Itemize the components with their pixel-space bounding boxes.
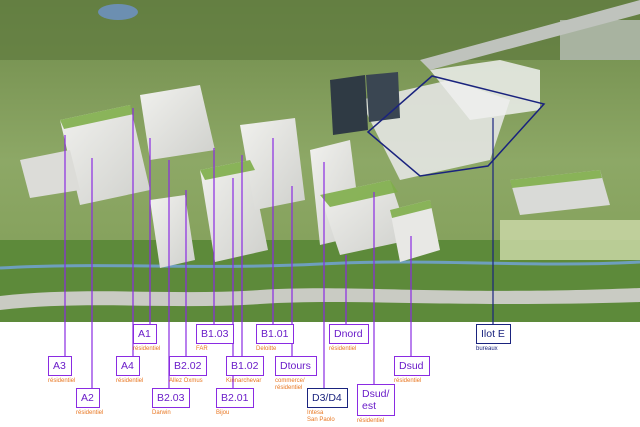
- label-code: Ilot E: [476, 324, 511, 344]
- road: [0, 288, 640, 310]
- label-b201: B2.01 Bijou: [216, 388, 255, 417]
- label-b102: B1.02 Kinnarchevar: [226, 356, 265, 385]
- label-b103: B1.03 FAR: [196, 324, 235, 353]
- pond: [98, 4, 138, 20]
- label-dtours: Dtours commerce/ résidentiel: [275, 356, 317, 392]
- label-a1: A1 résidentiel: [133, 324, 160, 353]
- label-subtitle: FAR: [196, 346, 208, 352]
- label-ilote: Ilot E bureaux: [476, 324, 511, 353]
- label-code: Dsud: [394, 356, 430, 376]
- label-b202: B2.02 Allez Oxmus: [169, 356, 208, 385]
- stream: [0, 260, 640, 270]
- label-subtitle: Darwin: [152, 410, 171, 416]
- label-code: B1.01: [256, 324, 295, 344]
- label-b101: B1.01 Deloitte: [256, 324, 295, 353]
- label-code: B1.03: [196, 324, 235, 344]
- label-subtitle: Deloitte: [256, 346, 277, 352]
- label-subtitle: résidentiel: [329, 346, 357, 352]
- label-d3d4: D3/D4 Intesa San Paolo: [307, 388, 348, 424]
- label-a3: A3 résidentiel: [48, 356, 75, 385]
- label-subtitle: résidentiel: [394, 378, 422, 384]
- label-dsud: Dsud résidentiel: [394, 356, 430, 385]
- label-a4: A4 résidentiel: [116, 356, 143, 385]
- highway: [420, 0, 640, 70]
- label-subtitle: Allez Oxmus: [169, 378, 203, 384]
- label-code: B1.02: [226, 356, 265, 376]
- label-dnord: Dnord résidentiel: [329, 324, 369, 353]
- label-dsudest: Dsud/ est résidentiel: [357, 384, 396, 425]
- label-subtitle: résidentiel: [133, 346, 161, 352]
- label-subtitle: résidentiel: [116, 378, 144, 384]
- aerial-rendering: [0, 0, 640, 322]
- label-code: A2: [76, 388, 100, 408]
- label-subtitle: résidentiel: [76, 410, 104, 416]
- label-subtitle: bureaux: [476, 346, 498, 352]
- label-subtitle: Intesa San Paolo: [307, 410, 335, 423]
- label-subtitle: commerce/ résidentiel: [275, 378, 305, 391]
- ilot-e-outline: [366, 75, 546, 177]
- label-code: A1: [133, 324, 157, 344]
- label-code: A3: [48, 356, 72, 376]
- label-code: B2.02: [169, 356, 208, 376]
- label-code: Dnord: [329, 324, 369, 344]
- aerial-view-illustration: [0, 0, 640, 322]
- label-code: A4: [116, 356, 140, 376]
- label-subtitle: Kinnarchevar: [226, 378, 262, 384]
- label-code: Dsud/ est: [357, 384, 396, 416]
- label-subtitle: résidentiel: [48, 378, 76, 384]
- label-subtitle: résidentiel: [357, 418, 385, 424]
- label-b203: B2.03 Darwin: [152, 388, 191, 417]
- label-code: B2.03: [152, 388, 191, 408]
- label-a2: A2 résidentiel: [76, 388, 103, 417]
- label-code: Dtours: [275, 356, 317, 376]
- label-subtitle: Bijou: [216, 410, 230, 416]
- label-code: D3/D4: [307, 388, 348, 408]
- label-code: B2.01: [216, 388, 255, 408]
